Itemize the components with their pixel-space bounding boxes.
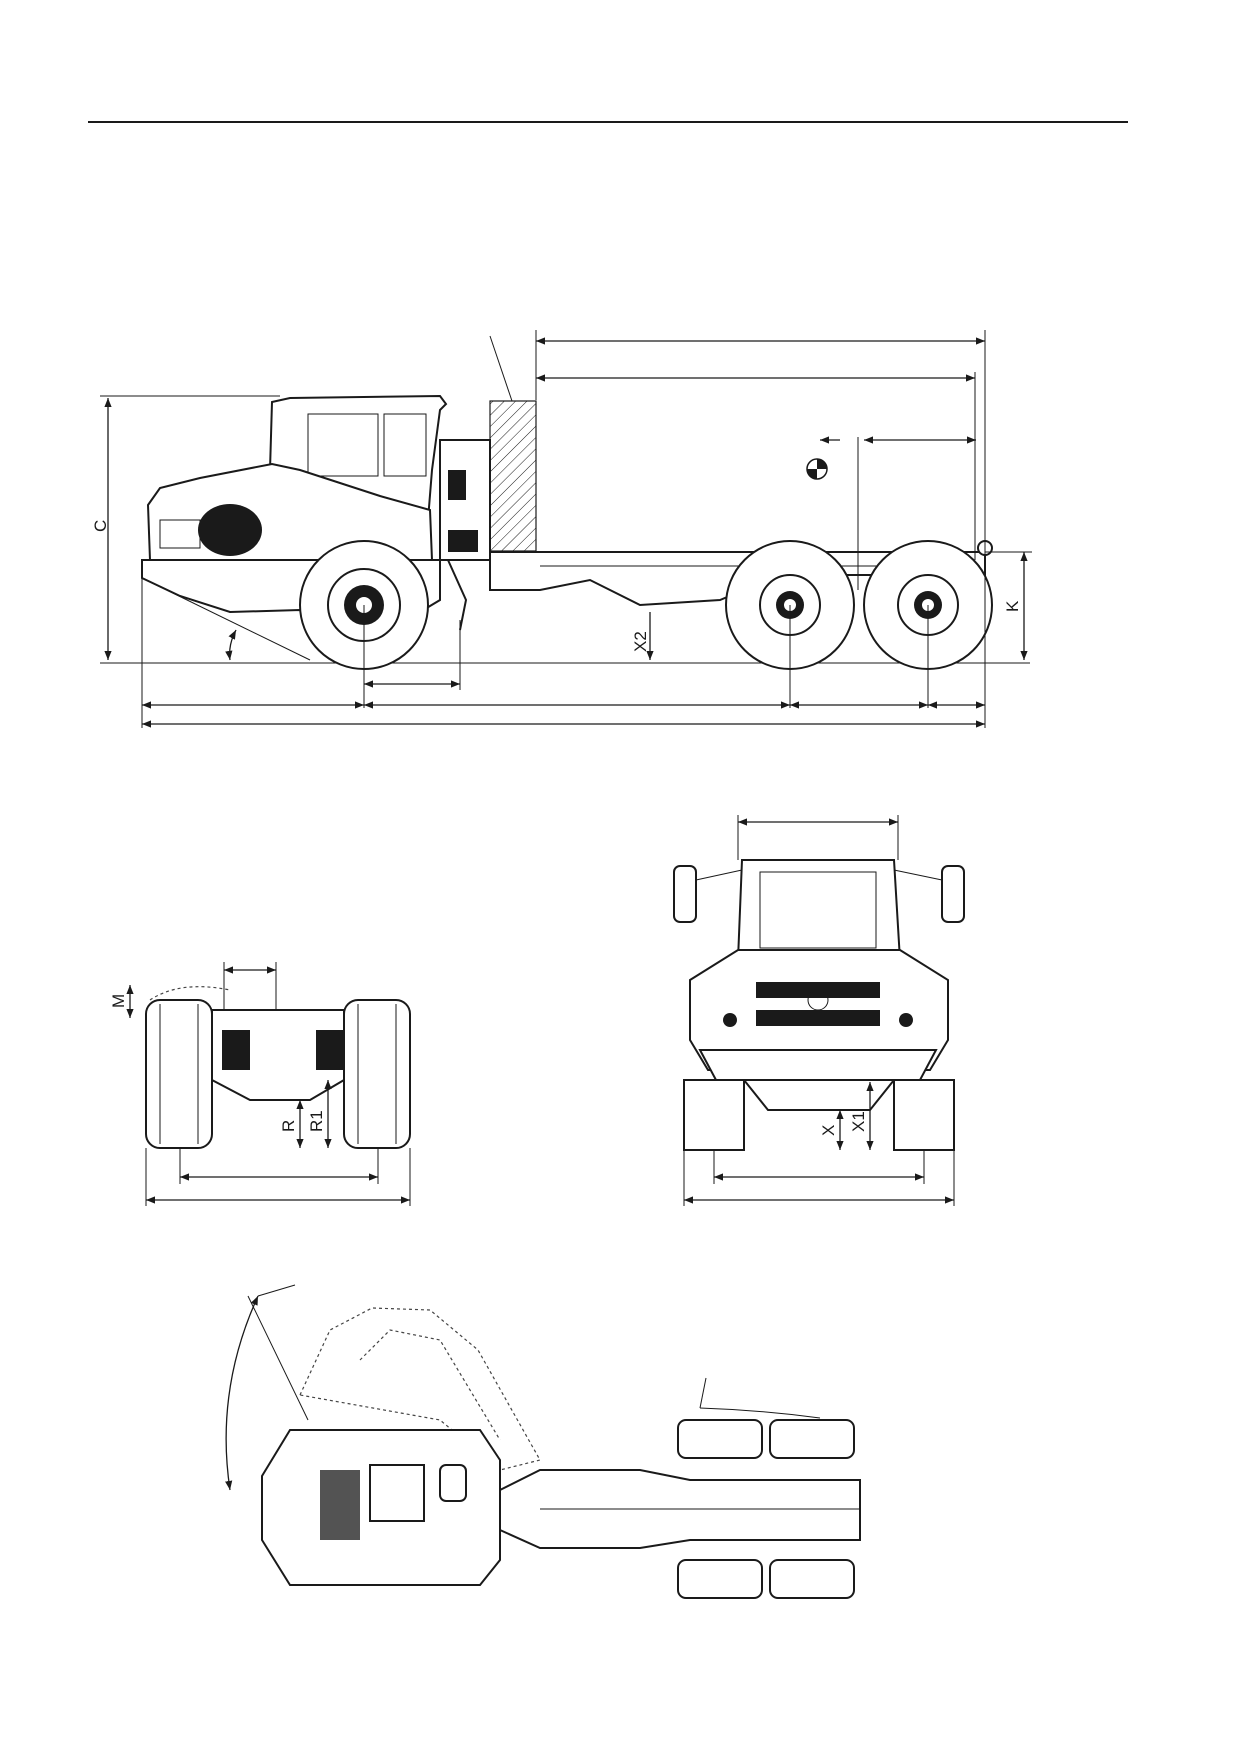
label-x: X bbox=[819, 1125, 838, 1136]
hatch-leader-line bbox=[489, 335, 513, 402]
mirror-arm-right bbox=[893, 869, 943, 881]
label-r1: R1 bbox=[307, 1110, 326, 1132]
rear-left-tire bbox=[145, 999, 213, 1149]
front-logo bbox=[807, 989, 829, 1011]
headlight-left bbox=[723, 1013, 737, 1027]
front-right-tire bbox=[893, 1079, 955, 1151]
pivot-link bbox=[447, 559, 468, 631]
label-x2: X2 bbox=[631, 631, 650, 652]
front-view: X X1 bbox=[673, 815, 965, 1206]
front-bumper bbox=[698, 1049, 938, 1081]
top-rear-swing bbox=[699, 1407, 821, 1419]
top-rear-leader bbox=[699, 1377, 707, 1409]
top-tire-1 bbox=[677, 1419, 763, 1459]
front-left-tire bbox=[683, 1079, 745, 1151]
front-axle bbox=[741, 1079, 897, 1111]
side-view: C K X2 bbox=[91, 330, 1032, 728]
label-k: K bbox=[1003, 600, 1022, 612]
top-view bbox=[225, 1284, 861, 1599]
rear-dashed-swing bbox=[149, 986, 231, 1001]
steering-angle-tick bbox=[257, 1284, 296, 1297]
hatched-mount-zone bbox=[489, 400, 537, 552]
label-r: R bbox=[279, 1120, 298, 1132]
approach-angle-arc bbox=[225, 629, 237, 661]
mirror-left bbox=[673, 865, 697, 923]
rear-diff-right bbox=[316, 1030, 344, 1070]
top-cab-hatch bbox=[439, 1464, 467, 1502]
front-grille-2 bbox=[756, 1010, 880, 1026]
label-c: C bbox=[91, 520, 110, 532]
top-tire-3 bbox=[677, 1559, 763, 1599]
label-m: M bbox=[109, 994, 128, 1008]
hood-vent bbox=[198, 504, 262, 556]
label-x1: X1 bbox=[849, 1111, 868, 1132]
front-windshield bbox=[759, 871, 877, 949]
steering-angle-arc bbox=[225, 1295, 259, 1491]
turned-front-dashed-inner bbox=[359, 1329, 501, 1441]
steering-angle-line bbox=[247, 1295, 309, 1421]
hitch-detail-2 bbox=[448, 530, 478, 552]
rear-diff-left bbox=[222, 1030, 250, 1070]
hood-grille-line bbox=[159, 519, 201, 549]
mirror-right bbox=[941, 865, 965, 923]
approach-angle-line bbox=[141, 577, 311, 661]
cab-window bbox=[307, 413, 379, 477]
mirror-arm-left bbox=[695, 869, 743, 881]
top-tire-4 bbox=[769, 1559, 855, 1599]
rear-view: M R R1 bbox=[109, 962, 411, 1206]
center-of-gravity-icon bbox=[806, 458, 828, 480]
top-hood-vents bbox=[320, 1470, 360, 1540]
rear-right-tire bbox=[343, 999, 411, 1149]
top-tire-2 bbox=[769, 1419, 855, 1459]
cab-rear-window bbox=[383, 413, 427, 477]
hitch-detail-1 bbox=[448, 470, 466, 500]
headlight-right bbox=[899, 1013, 913, 1027]
top-cab-roof bbox=[369, 1464, 425, 1522]
